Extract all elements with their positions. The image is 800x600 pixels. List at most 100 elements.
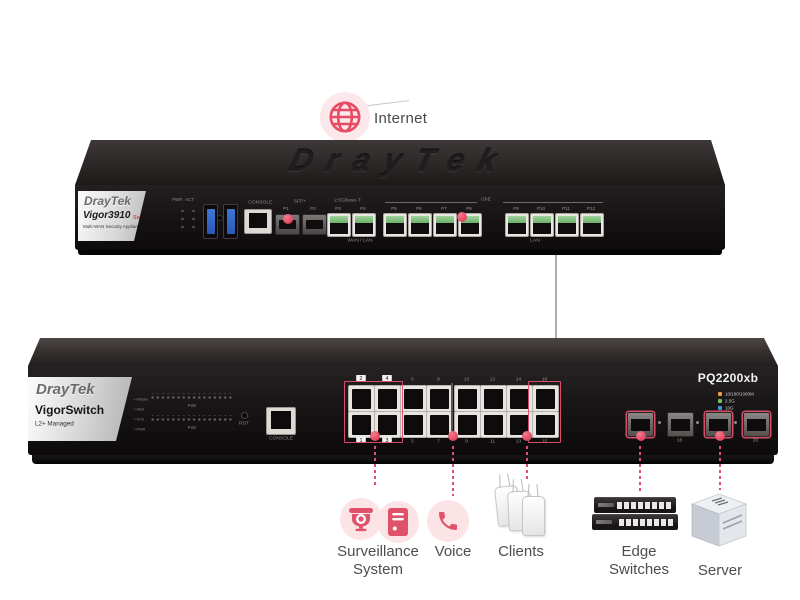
router-vigor3910: DrayTek DrayTek Vigor3910 Series Multi-W… — [75, 140, 725, 255]
pwr-led-label: PWR — [172, 197, 183, 202]
rj45-port-p12 — [580, 213, 604, 237]
rj45-port-p4 — [352, 213, 376, 237]
led-label-sys: SYS — [134, 417, 145, 421]
rj45-port-p3 — [327, 213, 351, 237]
edge-switches-label-line2: Switches — [608, 561, 670, 578]
server-cube-icon — [690, 492, 748, 555]
highlight-box-ports-1-4 — [344, 381, 403, 443]
access-point-3 — [522, 496, 545, 536]
connection-dot-surveillance — [370, 431, 380, 441]
usb-port-1 — [203, 204, 218, 239]
dome-camera-icon — [340, 498, 382, 540]
router-console-label: CONSOLE — [248, 199, 273, 205]
drop-line-clients — [526, 446, 528, 480]
port-label-p5: P5 — [391, 206, 397, 211]
router-name-plate: DrayTek Vigor3910 Series Multi-WAN Secur… — [78, 191, 146, 241]
port-label-p3: P3 — [335, 206, 341, 211]
poe-label-1: PoE — [187, 403, 197, 408]
port-label-p6: P6 — [416, 206, 422, 211]
connection-dot-router-p8 — [457, 212, 467, 222]
sfp-num-18: 18 — [676, 437, 683, 443]
wireless-ap-icon — [493, 482, 556, 542]
router-sfp-label: SFP+ — [293, 198, 307, 204]
poe-led-row-1 — [150, 393, 234, 401]
connection-dot-voice — [448, 431, 458, 441]
highlight-box-ports-15-16 — [528, 381, 561, 443]
rj45-port-p9 — [505, 213, 529, 237]
port-num-2: 2 — [356, 375, 366, 381]
legend-label-1g: 10/100/1000M — [725, 391, 754, 396]
router-front-panel: DrayTek Vigor3910 Series Multi-WAN Secur… — [75, 185, 725, 250]
rack-switch-icon — [592, 497, 680, 535]
port-label-p9: P9 — [513, 206, 519, 211]
lan-label: LAN — [530, 237, 540, 243]
port-label-p7: P7 — [441, 206, 447, 211]
switch-console-label: CONSOLE — [269, 435, 294, 441]
sfp-num-20: 20 — [752, 437, 759, 443]
drop-line-voice — [452, 446, 454, 496]
port-label-p10: P10 — [536, 206, 545, 211]
surveillance-label-line1: Surveillance — [337, 543, 419, 560]
switch-port-16 — [532, 385, 559, 412]
group-label-25g: 2.5GBase-T — [334, 197, 361, 203]
surveillance-label-line2: System — [352, 561, 403, 578]
legend-label-25g: 2.5G — [725, 398, 735, 403]
port-label-p1: P1 — [283, 206, 289, 211]
sfp-port-p2 — [302, 214, 327, 235]
edge-switch-2-logo — [596, 520, 612, 524]
port-group-divider — [451, 383, 453, 439]
internet-label: Internet — [374, 110, 428, 127]
speed-legend: 10/100/1000M 2.5G 10G — [718, 390, 783, 411]
server-label: Server — [697, 562, 743, 579]
rj45-port-p10 — [530, 213, 554, 237]
legend-dot-1g — [718, 391, 722, 396]
switch-port-15 — [532, 411, 559, 438]
drop-line-edge-switches — [639, 446, 641, 494]
sfp-led-1 — [658, 421, 661, 424]
gbe-group-line-left — [385, 202, 477, 203]
drop-line-surveillance — [374, 446, 376, 488]
connection-dot-server — [715, 431, 725, 441]
rj45-port-p11 — [555, 213, 579, 237]
switch-sub-text: L2+ Managed — [35, 420, 74, 427]
led-label-master: Master — [134, 397, 149, 401]
poe-led-row-2 — [150, 415, 234, 423]
router-tagline: Multi-WAN Security Appliance — [83, 224, 143, 229]
port-label-p12: P12 — [586, 206, 595, 211]
legend-label-10g: 10G — [725, 405, 734, 410]
act-led-label: ACT — [185, 197, 194, 202]
switch-port-9 — [454, 411, 481, 438]
edge-switch-2 — [592, 514, 678, 530]
router-switch-link-line — [555, 255, 557, 347]
wan-lan-label: WAN / LAN — [347, 237, 373, 243]
switch-port-6 — [400, 385, 427, 412]
clients-label: Clients — [498, 543, 544, 560]
voice-label: Voice — [434, 543, 472, 560]
factory-reset-hole — [218, 216, 222, 220]
port-label-p4: P4 — [360, 206, 366, 211]
edge-switch-1-logo — [598, 503, 614, 507]
edge-switches-label-line1: Edge — [621, 543, 657, 560]
router-led-headers: PWR ACT — [172, 197, 194, 202]
switch-brand-logo: DrayTek — [36, 381, 95, 398]
port-num-9: 9 — [465, 438, 468, 444]
port-num-13: 13 — [515, 438, 522, 444]
port-num-6: 6 — [411, 376, 414, 382]
reset-button — [242, 413, 247, 418]
port-num-16: 16 — [541, 376, 548, 382]
usb-port-2 — [223, 204, 238, 239]
surveillance-label: Surveillance System — [313, 543, 443, 579]
rj45-port-p5 — [383, 213, 407, 237]
sfp-led-3 — [734, 421, 737, 424]
switch-port-1 — [348, 411, 375, 438]
router-series: Series — [133, 214, 150, 220]
rj45-port-p6 — [408, 213, 432, 237]
connection-dot-edge-switches — [636, 431, 646, 441]
port-num-15: 15 — [541, 438, 548, 444]
connection-dot-clients — [522, 431, 532, 441]
router-model-text: Vigor3910 Series — [83, 210, 160, 221]
led-label-pwr: PWR — [134, 427, 146, 431]
router-console-port — [244, 209, 272, 234]
port-num-5: 5 — [411, 438, 414, 444]
